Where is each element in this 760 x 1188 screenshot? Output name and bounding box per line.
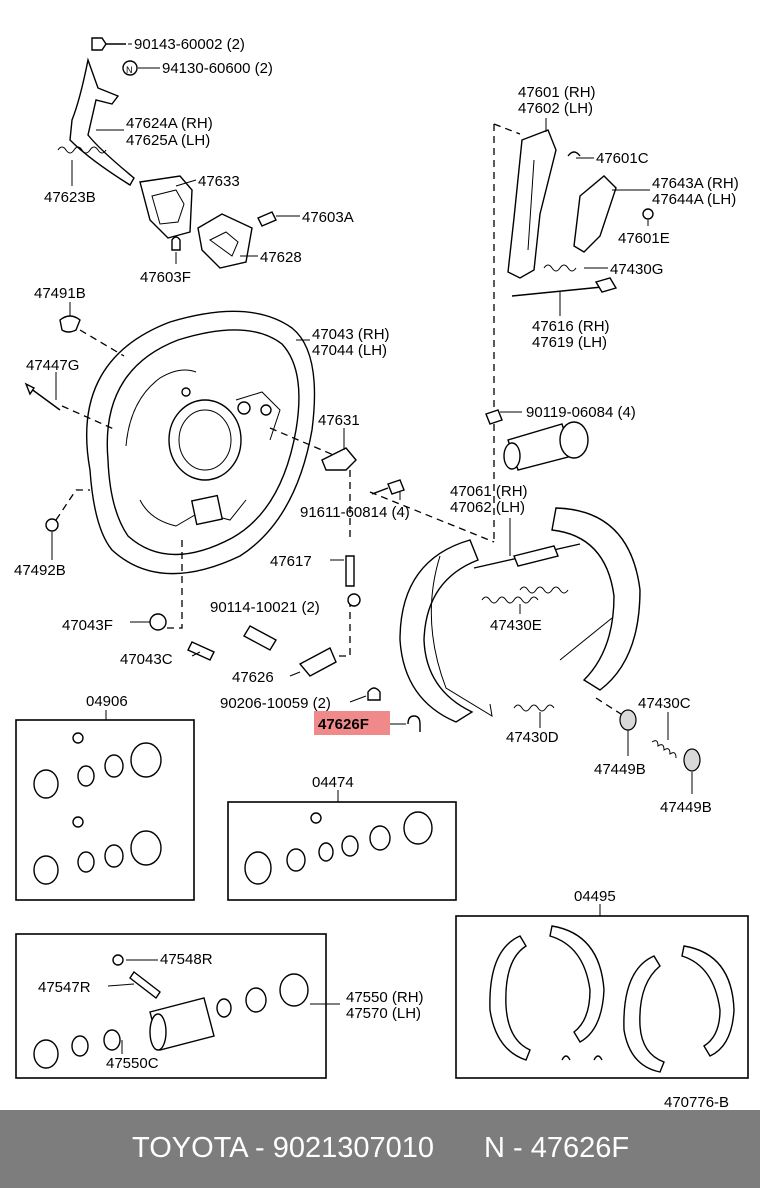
label-kit-04474[interactable]: 04474 (312, 774, 354, 791)
label-47043c[interactable]: 47043C (120, 651, 173, 668)
label-kit-04906[interactable]: 04906 (86, 693, 128, 710)
label-47570[interactable]: 47570 (LH) (346, 1005, 421, 1022)
label-47550[interactable]: 47550 (RH) (346, 989, 424, 1006)
diagram-ref-number: 470776-B (664, 1094, 729, 1110)
kit-box-04495 (455, 915, 749, 1079)
label-47628[interactable]: 47628 (260, 249, 302, 266)
label-47601c[interactable]: 47601C (596, 150, 649, 167)
svg-text:N: N (126, 65, 133, 75)
label-47449b-1[interactable]: 47449B (594, 761, 646, 778)
label-47430e[interactable]: 47430E (490, 617, 542, 634)
label-47602[interactable]: 47602 (LH) (518, 100, 593, 117)
middle-hardware (149, 447, 421, 732)
label-47044[interactable]: 47044 (LH) (312, 342, 387, 359)
kit-box-04906 (15, 719, 195, 901)
label-47492b[interactable]: 47492B (14, 562, 66, 579)
label-47430c[interactable]: 47430C (638, 695, 691, 712)
label-47603a[interactable]: 47603A (302, 209, 354, 226)
label-90206-10059[interactable]: 90206-10059 (2) (220, 695, 331, 712)
kit-box-04474 (227, 801, 457, 901)
label-47043[interactable]: 47043 (RH) (312, 326, 390, 343)
label-47623b[interactable]: 47623B (44, 189, 96, 206)
assembly-lines-left (55, 123, 521, 657)
label-90119-06084[interactable]: 90119-06084 (4) (526, 404, 636, 421)
label-47062[interactable]: 47062 (LH) (450, 499, 525, 516)
label-47430g[interactable]: 47430G (610, 261, 663, 278)
brake-shoes (399, 507, 701, 772)
label-47644a[interactable]: 47644A (LH) (652, 191, 736, 208)
label-47550c[interactable]: 47550C (106, 1055, 159, 1072)
parts-diagram: N (14, 36, 749, 1110)
label-47491b[interactable]: 47491B (34, 285, 86, 302)
right-upper-group (485, 129, 654, 471)
label-47625a[interactable]: 47625A (LH) (126, 132, 210, 149)
part-labels: 90143-60002 (2) 94130-60600 (2) 47624A (… (14, 36, 739, 1110)
label-47447g[interactable]: 47447G (26, 357, 79, 374)
label-47548r[interactable]: 47548R (160, 951, 213, 968)
label-90114-10021[interactable]: 90114-10021 (2) (210, 599, 320, 616)
label-47643a[interactable]: 47643A (RH) (652, 175, 739, 192)
label-47619[interactable]: 47619 (LH) (532, 334, 607, 351)
label-90143-60002[interactable]: 90143-60002 (2) (134, 36, 245, 53)
footer-part-code: N - 47626F (484, 1132, 630, 1164)
parking-brake-lever-group: N (57, 37, 277, 269)
highlight-box (314, 711, 390, 735)
label-47631[interactable]: 47631 (318, 412, 360, 429)
label-47616[interactable]: 47616 (RH) (532, 318, 610, 335)
footer-brand-text: TOYOTA - 9021307010 (132, 1132, 435, 1164)
label-47430d[interactable]: 47430D (506, 729, 559, 746)
label-47061[interactable]: 47061 (RH) (450, 483, 528, 500)
leader-lines (51, 43, 693, 1054)
label-47603f[interactable]: 47603F (140, 269, 191, 286)
label-47449b-2[interactable]: 47449B (660, 799, 712, 816)
label-47601[interactable]: 47601 (RH) (518, 84, 596, 101)
label-47626f[interactable]: 47626F (318, 716, 369, 733)
label-47547r[interactable]: 47547R (38, 979, 91, 996)
label-94130-60600[interactable]: 94130-60600 (2) (162, 60, 273, 77)
label-47633[interactable]: 47633 (198, 173, 240, 190)
label-47624a[interactable]: 47624A (RH) (126, 115, 213, 132)
backing-plate (24, 310, 316, 575)
label-47043f[interactable]: 47043F (62, 617, 113, 634)
label-kit-04495[interactable]: 04495 (574, 888, 616, 905)
label-47617[interactable]: 47617 (270, 553, 312, 570)
kit-box-wheel-cylinder (15, 933, 327, 1079)
footer-bar: TOYOTA - 9021307010 N - 47626F (0, 1110, 760, 1188)
label-47601e[interactable]: 47601E (618, 230, 670, 247)
label-91611-60814[interactable]: 91611-60814 (4) (300, 504, 410, 521)
label-47626[interactable]: 47626 (232, 669, 274, 686)
